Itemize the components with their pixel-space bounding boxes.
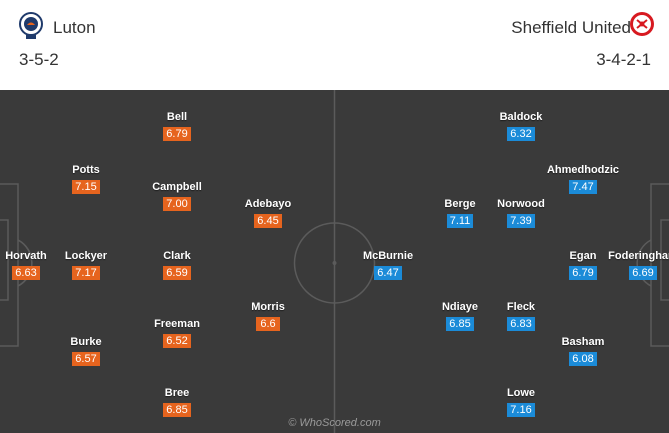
player-name: Berge (444, 198, 476, 210)
player-rating: 6.63 (12, 266, 40, 280)
home-player-potts[interactable]: Potts 7.15 (46, 164, 126, 195)
whoscored-watermark: © WhoScored.com (288, 417, 381, 429)
player-rating: 7.39 (507, 214, 535, 228)
player-rating: 7.15 (72, 180, 100, 194)
sheffield-united-crest-icon (630, 12, 654, 36)
player-name: McBurnie (362, 250, 414, 262)
player-name: Potts (72, 164, 100, 176)
match-header: Luton 3-5-2 Sheffield United 3-4-2-1 (0, 0, 669, 90)
player-rating: 7.11 (446, 214, 474, 228)
away-team-name[interactable]: Sheffield United (511, 18, 631, 37)
away-player-baldock[interactable]: Baldock 6.32 (481, 111, 561, 142)
player-name: Lockyer (64, 250, 108, 262)
player-name: Clark (163, 250, 191, 262)
away-player-egan[interactable]: Egan 6.79 (543, 250, 623, 281)
player-name: Lowe (506, 387, 536, 399)
home-player-morris[interactable]: Morris 6.6 (228, 301, 308, 332)
player-name: Bree (164, 387, 190, 399)
away-player-ahmedhodzic[interactable]: Ahmedhodzic 7.47 (543, 164, 623, 195)
home-formation: 3-5-2 (19, 50, 59, 69)
home-player-bree[interactable]: Bree 6.85 (137, 387, 217, 418)
player-rating: 6.57 (72, 352, 100, 366)
player-rating: 6.69 (629, 266, 657, 280)
away-player-lowe[interactable]: Lowe 7.16 (481, 387, 561, 418)
away-player-foderingham[interactable]: Foderingham 6.69 (603, 250, 669, 281)
player-rating: 7.00 (163, 197, 191, 211)
player-rating: 6.79 (163, 127, 191, 141)
player-rating: 6.85 (446, 317, 474, 331)
player-rating: 6.08 (569, 352, 597, 366)
player-name: Fleck (506, 301, 536, 313)
player-name: Foderingham (608, 250, 669, 262)
player-rating: 7.17 (72, 266, 100, 280)
player-rating: 6.83 (507, 317, 535, 331)
home-player-bell[interactable]: Bell 6.79 (137, 111, 217, 142)
player-name: Campbell (152, 181, 202, 193)
home-player-campbell[interactable]: Campbell 7.00 (137, 181, 217, 212)
player-rating: 6.85 (163, 403, 191, 417)
player-name: Basham (561, 336, 605, 348)
player-name: Baldock (499, 111, 543, 123)
player-rating: 6.6 (256, 317, 280, 331)
away-formation: 3-4-2-1 (596, 50, 651, 69)
away-player-fleck[interactable]: Fleck 6.83 (481, 301, 561, 332)
player-name: Morris (251, 301, 285, 313)
away-player-ndiaye[interactable]: Ndiaye 6.85 (420, 301, 500, 332)
player-name: Ndiaye (441, 301, 479, 313)
player-rating: 6.79 (569, 266, 597, 280)
player-rating: 7.16 (507, 403, 535, 417)
home-player-burke[interactable]: Burke 6.57 (46, 336, 126, 367)
home-player-adebayo[interactable]: Adebayo 6.45 (228, 198, 308, 229)
player-name: Adebayo (244, 198, 292, 210)
away-player-mcburnie[interactable]: McBurnie 6.47 (348, 250, 428, 281)
home-team-name[interactable]: Luton (53, 18, 96, 37)
player-rating: 7.47 (569, 180, 597, 194)
player-name: Egan (569, 250, 597, 262)
away-player-berge[interactable]: Berge 7.11 (420, 198, 500, 229)
player-rating: 6.47 (374, 266, 402, 280)
home-player-clark[interactable]: Clark 6.59 (137, 250, 217, 281)
home-player-lockyer[interactable]: Lockyer 7.17 (46, 250, 126, 281)
player-name: Ahmedhodzic (546, 164, 620, 176)
player-name: Burke (70, 336, 102, 348)
player-name: Horvath (5, 250, 47, 262)
player-rating: 6.32 (507, 127, 535, 141)
player-rating: 6.52 (163, 334, 191, 348)
player-name: Freeman (154, 318, 200, 330)
away-player-norwood[interactable]: Norwood 7.39 (481, 198, 561, 229)
home-player-freeman[interactable]: Freeman 6.52 (137, 318, 217, 349)
luton-crest-icon (19, 12, 43, 39)
player-name: Bell (166, 111, 188, 123)
away-player-basham[interactable]: Basham 6.08 (543, 336, 623, 367)
pitch-markings (0, 90, 669, 433)
player-rating: 6.59 (163, 266, 191, 280)
player-name: Norwood (497, 198, 545, 210)
player-rating: 6.45 (254, 214, 282, 228)
pitch: Horvath 6.63 Potts 7.15 Lockyer 7.17 Bur… (0, 90, 669, 433)
home-player-horvath[interactable]: Horvath 6.63 (0, 250, 66, 281)
